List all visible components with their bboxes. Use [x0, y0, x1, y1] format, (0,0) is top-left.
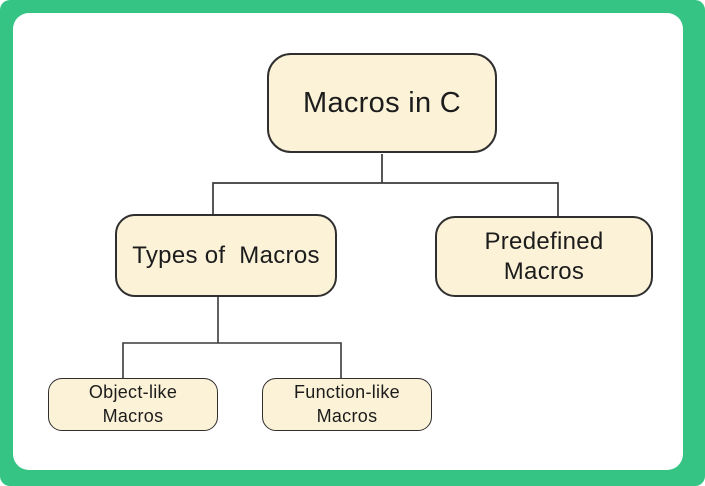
node-types-of-macros: Types of Macros [115, 214, 337, 297]
node-function-like-macros: Function-like Macros [262, 378, 432, 431]
node-predefined-macros: Predefined Macros [435, 216, 653, 297]
node-types-of-macros-label: Types of Macros [132, 241, 320, 269]
node-object-like-macros: Object-like Macros [48, 378, 218, 431]
node-function-like-macros-label: Function-like Macros [294, 382, 400, 426]
node-macros-in-c-label: Macros in C [303, 86, 461, 119]
node-object-like-macros-label: Object-like Macros [88, 382, 178, 426]
node-predefined-macros-label: Predefined Macros [484, 227, 604, 285]
node-macros-in-c: Macros in C [267, 53, 497, 153]
